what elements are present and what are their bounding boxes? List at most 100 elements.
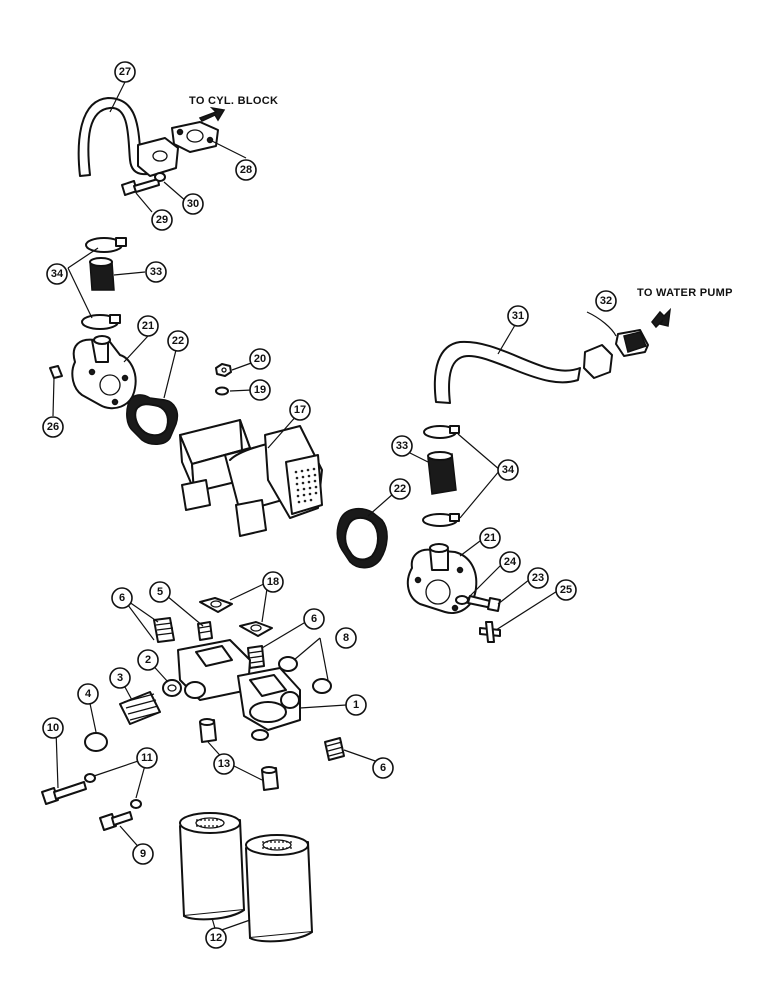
gasket-22-left xyxy=(126,394,179,445)
callout-21-right: 21 xyxy=(479,527,501,549)
callout-19: 19 xyxy=(249,379,271,401)
callout-1: 1 xyxy=(345,694,367,716)
callout-25: 25 xyxy=(555,579,577,601)
callout-30: 30 xyxy=(182,193,204,215)
callout-18: 18 xyxy=(262,571,284,593)
svg-text:33: 33 xyxy=(396,440,408,452)
fitting-13-upper xyxy=(199,718,217,743)
svg-text:28: 28 xyxy=(240,164,252,176)
callout-20: 20 xyxy=(249,348,271,370)
flow-arrow-cyl-block xyxy=(198,106,226,122)
callout-33-right: 33 xyxy=(391,435,413,457)
oil-filter-12-left xyxy=(179,812,245,921)
hose-33-left xyxy=(89,257,115,291)
svg-text:21: 21 xyxy=(142,320,154,332)
svg-text:1: 1 xyxy=(353,699,359,711)
fitting-32 xyxy=(583,329,649,379)
svg-text:20: 20 xyxy=(254,353,266,365)
bolt-10 xyxy=(41,781,87,805)
svg-text:21: 21 xyxy=(484,532,496,544)
callout-5: 5 xyxy=(149,581,171,603)
svg-text:17: 17 xyxy=(294,404,306,416)
plug-4 xyxy=(84,732,108,752)
callout-4: 4 xyxy=(77,683,99,705)
washer-30 xyxy=(154,172,166,182)
callout-33-left: 33 xyxy=(145,261,167,283)
callout-12: 12 xyxy=(205,927,227,949)
svg-text:6: 6 xyxy=(380,762,386,774)
oil-cooler-17 xyxy=(179,419,323,537)
callout-13: 13 xyxy=(213,753,235,775)
callout-34-right: 34 xyxy=(497,459,519,481)
callout-23: 23 xyxy=(527,567,549,589)
svg-text:24: 24 xyxy=(504,556,517,568)
washers-11 xyxy=(84,773,142,809)
svg-text:34: 34 xyxy=(502,464,515,476)
callout-6-lower: 6 xyxy=(372,757,394,779)
o-rings-8 xyxy=(278,656,332,694)
bolt-29 xyxy=(121,178,160,196)
svg-text:27: 27 xyxy=(119,66,131,78)
svg-text:32: 32 xyxy=(600,295,612,307)
gaskets-18 xyxy=(199,597,273,637)
bolt-23 xyxy=(467,595,501,612)
callout-32: 32 xyxy=(595,290,617,312)
svg-text:9: 9 xyxy=(140,848,146,860)
spring-6-upper-left xyxy=(153,617,175,643)
callout-29: 29 xyxy=(151,209,173,231)
svg-text:30: 30 xyxy=(187,198,199,210)
hose-clamp-34-lower xyxy=(81,314,121,330)
nut-20 xyxy=(215,363,232,377)
flow-arrow-water-pump xyxy=(651,307,672,329)
hose-clamp-34-upper-right xyxy=(423,425,460,439)
svg-text:25: 25 xyxy=(560,584,572,596)
plug-26 xyxy=(49,365,63,379)
svg-text:6: 6 xyxy=(119,592,125,604)
spring-6-lower xyxy=(324,737,345,761)
callout-3: 3 xyxy=(109,667,131,689)
svg-text:4: 4 xyxy=(85,688,92,700)
hose-33-right xyxy=(427,451,457,495)
svg-text:22: 22 xyxy=(172,335,184,347)
coolant-tube-27 xyxy=(77,97,179,177)
svg-text:11: 11 xyxy=(141,752,153,764)
callout-22-left: 22 xyxy=(167,330,189,352)
svg-text:3: 3 xyxy=(117,672,123,684)
callout-2: 2 xyxy=(137,649,159,671)
svg-text:12: 12 xyxy=(210,932,222,944)
spring-3 xyxy=(119,691,161,725)
svg-text:13: 13 xyxy=(218,758,230,770)
washer-19 xyxy=(215,386,229,396)
svg-text:34: 34 xyxy=(51,268,64,280)
callout-6-upper-left: 6 xyxy=(111,587,133,609)
bolt-9 xyxy=(99,811,133,831)
callout-26: 26 xyxy=(42,416,64,438)
gasket-28 xyxy=(171,121,219,153)
callout-9: 9 xyxy=(132,843,154,865)
svg-text:33: 33 xyxy=(150,266,162,278)
hose-clamp-34-upper xyxy=(85,237,127,253)
callout-6-upper-right: 6 xyxy=(303,608,325,630)
svg-text:18: 18 xyxy=(267,576,279,588)
callout-8: 8 xyxy=(335,627,357,649)
fitting-13-lower xyxy=(261,766,279,791)
svg-text:31: 31 xyxy=(512,310,524,322)
svg-text:10: 10 xyxy=(47,722,59,734)
filter-head-1 xyxy=(177,639,301,741)
callout-17: 17 xyxy=(289,399,311,421)
callout-24: 24 xyxy=(499,551,521,573)
callout-21-left: 21 xyxy=(137,315,159,337)
washer-24 xyxy=(455,595,469,605)
svg-text:8: 8 xyxy=(343,632,349,644)
label-to-cyl-block: TO CYL. BLOCK xyxy=(189,95,278,107)
svg-text:2: 2 xyxy=(145,654,151,666)
callout-34-left: 34 xyxy=(46,263,68,285)
svg-text:19: 19 xyxy=(254,384,266,396)
svg-text:6: 6 xyxy=(311,613,317,625)
callout-10: 10 xyxy=(42,717,64,739)
fitting-25 xyxy=(479,621,501,643)
svg-text:22: 22 xyxy=(394,483,406,495)
svg-text:29: 29 xyxy=(156,214,168,226)
callout-11: 11 xyxy=(136,747,158,769)
